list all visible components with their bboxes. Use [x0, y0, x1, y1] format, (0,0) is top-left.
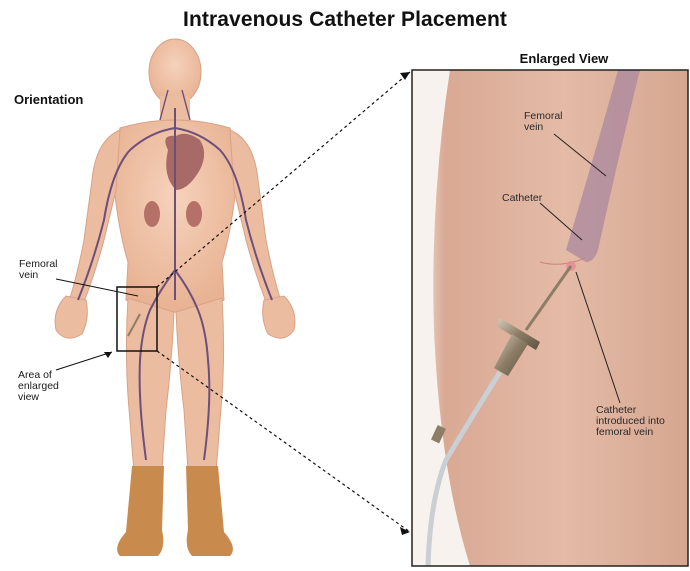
human-body-figure — [55, 39, 295, 556]
femoral-vein-label-zoom: Femoral vein — [524, 111, 563, 133]
label-line: vein — [19, 270, 58, 281]
right-sock — [186, 466, 233, 556]
label-line: view — [18, 392, 59, 403]
enlarged-view-panel — [412, 70, 688, 566]
femoral-vein-label-body: Femoral vein — [19, 259, 58, 281]
label-line: femoral vein — [596, 427, 665, 438]
catheter-label-zoom: Catheter — [502, 193, 542, 204]
label-line: vein — [524, 122, 563, 133]
area-leader — [56, 352, 112, 370]
catheter-introduced-label: Catheter introduced into femoral vein — [596, 405, 665, 438]
area-enlarged-label: Area of enlarged view — [18, 370, 59, 403]
left-kidney — [144, 201, 160, 227]
right-kidney — [186, 201, 202, 227]
left-sock — [117, 466, 164, 556]
